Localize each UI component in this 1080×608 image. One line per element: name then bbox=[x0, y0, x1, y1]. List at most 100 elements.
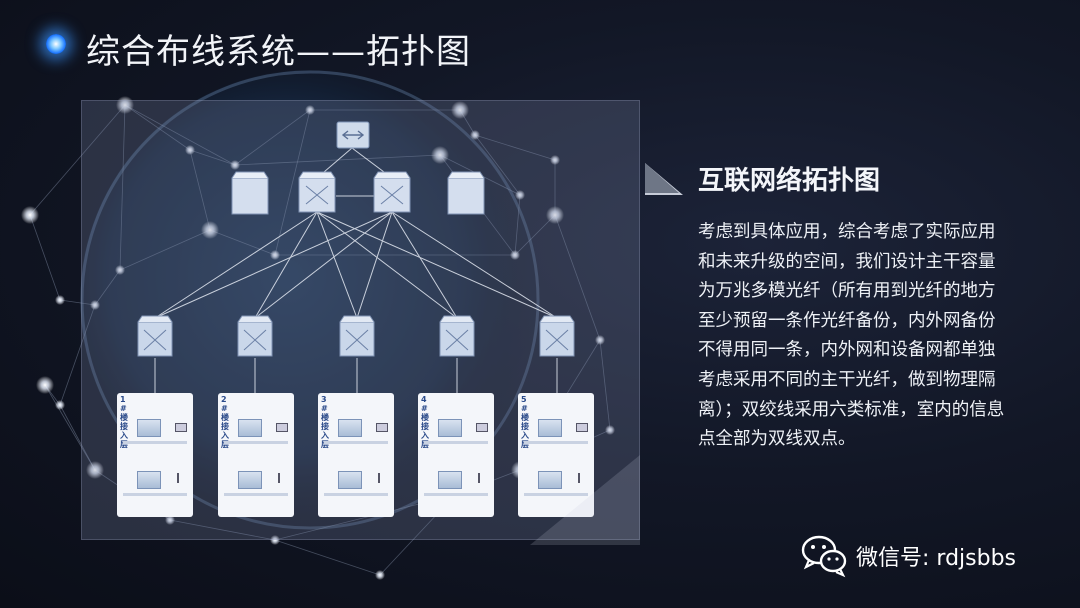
floor-label: 4#楼接入层 bbox=[421, 395, 429, 449]
network-link bbox=[209, 229, 276, 256]
access-switch-icon bbox=[538, 419, 562, 437]
floor-label: 1#楼接入层 bbox=[120, 395, 128, 449]
terminal-icon bbox=[576, 423, 588, 432]
network-link bbox=[59, 299, 96, 306]
caption-line bbox=[424, 493, 488, 496]
network-link bbox=[514, 194, 521, 256]
network-node bbox=[595, 335, 605, 345]
caption-line bbox=[324, 441, 388, 444]
globe-rim bbox=[80, 70, 540, 530]
access-switch-icon bbox=[338, 419, 362, 437]
aggregation-switch-icon bbox=[137, 315, 173, 357]
network-node bbox=[605, 425, 615, 435]
core-switch-icon bbox=[231, 171, 269, 215]
network-node bbox=[115, 265, 125, 275]
network-link bbox=[599, 339, 611, 431]
poe-switch-icon bbox=[137, 471, 161, 489]
section-body: 考虑到具体应用，综合考虑了实际应用和未来升级的空间，我们设计主干容量为万兆多模光… bbox=[698, 222, 1005, 450]
caption-line bbox=[123, 493, 187, 496]
floor-access-card: 4#楼接入层 bbox=[418, 393, 494, 517]
network-link bbox=[124, 104, 191, 151]
floor-label: 2#楼接入层 bbox=[221, 395, 229, 449]
router-icon bbox=[336, 121, 370, 149]
network-node bbox=[185, 145, 195, 155]
floor-label: 3#楼接入层 bbox=[321, 395, 329, 449]
network-node bbox=[55, 295, 65, 305]
caption-line bbox=[224, 493, 288, 496]
title-bullet-icon bbox=[46, 34, 66, 54]
network-link bbox=[554, 214, 601, 341]
network-link bbox=[29, 104, 126, 216]
floor-access-card: 1#楼接入层 bbox=[117, 393, 193, 517]
network-link bbox=[59, 404, 96, 471]
page-title: 综合布线系统——拓扑图 bbox=[86, 32, 471, 72]
network-link bbox=[119, 104, 126, 271]
network-node bbox=[515, 190, 525, 200]
corner-decoration bbox=[530, 455, 640, 545]
aggregation-switch-icon bbox=[237, 315, 273, 357]
network-node bbox=[510, 250, 520, 260]
network-node bbox=[546, 206, 564, 224]
network-link bbox=[94, 269, 121, 306]
terminal-icon bbox=[376, 423, 388, 432]
floor-access-card: 5#楼接入层 bbox=[518, 393, 594, 517]
network-node bbox=[201, 221, 219, 239]
terminal-icon bbox=[276, 423, 288, 432]
network-node bbox=[230, 160, 240, 170]
network-node bbox=[55, 400, 65, 410]
poe-switch-icon bbox=[538, 471, 562, 489]
network-node bbox=[451, 101, 469, 119]
floor-access-card: 3#楼接入层 bbox=[318, 393, 394, 517]
terminal-icon bbox=[175, 423, 187, 432]
network-link bbox=[234, 109, 311, 166]
caption-line bbox=[324, 493, 388, 496]
core-switch-icon bbox=[298, 171, 336, 213]
network-link bbox=[169, 519, 276, 541]
network-link bbox=[124, 104, 236, 166]
poe-switch-icon bbox=[238, 471, 262, 489]
network-node bbox=[375, 570, 385, 580]
network-node bbox=[36, 376, 54, 394]
wireless-ap-icon bbox=[378, 473, 380, 483]
network-node bbox=[90, 300, 100, 310]
core-switch-icon bbox=[373, 171, 411, 213]
wireless-ap-icon bbox=[578, 473, 580, 483]
floor-access-card: 2#楼接入层 bbox=[218, 393, 294, 517]
network-node bbox=[86, 461, 104, 479]
caption-line bbox=[524, 441, 588, 444]
network-link bbox=[274, 109, 311, 256]
wireless-ap-icon bbox=[478, 473, 480, 483]
network-node bbox=[470, 130, 480, 140]
network-link bbox=[189, 149, 236, 166]
network-link bbox=[474, 134, 556, 161]
network-node bbox=[116, 96, 134, 114]
access-switch-icon bbox=[438, 419, 462, 437]
core-switch-icon bbox=[447, 171, 485, 215]
triangle-decoration-inner bbox=[645, 163, 679, 193]
section-title: 互联网络拓扑图 bbox=[698, 166, 881, 196]
wechat-icon bbox=[801, 535, 847, 578]
network-node bbox=[21, 206, 39, 224]
network-link bbox=[514, 214, 556, 256]
network-node bbox=[270, 250, 280, 260]
caption-line bbox=[524, 493, 588, 496]
wireless-ap-icon bbox=[177, 473, 179, 483]
network-link bbox=[59, 304, 96, 406]
wechat-id: 微信号: rdjsbbs bbox=[856, 546, 1016, 571]
caption-line bbox=[224, 441, 288, 444]
floor-label: 5#楼接入层 bbox=[521, 395, 529, 449]
poe-switch-icon bbox=[338, 471, 362, 489]
network-node bbox=[165, 515, 175, 525]
network-link bbox=[44, 384, 96, 471]
network-node bbox=[270, 535, 280, 545]
aggregation-switch-icon bbox=[339, 315, 375, 357]
network-node bbox=[550, 155, 560, 165]
network-link bbox=[29, 214, 61, 301]
network-link bbox=[474, 134, 521, 196]
access-switch-icon bbox=[137, 419, 161, 437]
access-switch-icon bbox=[238, 419, 262, 437]
wireless-ap-icon bbox=[278, 473, 280, 483]
network-node bbox=[305, 105, 315, 115]
network-link bbox=[189, 149, 211, 231]
